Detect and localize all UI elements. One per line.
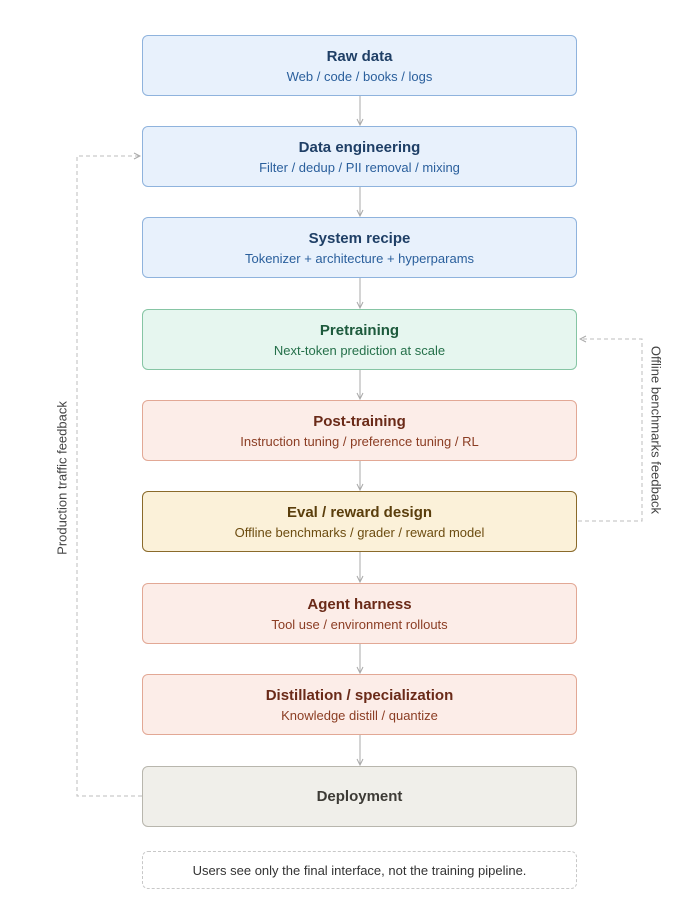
production-feedback-loop [76, 156, 142, 797]
stage-system-recipe: System recipe Tokenizer + architecture +… [142, 217, 577, 278]
stage-title: System recipe [308, 229, 411, 247]
stage-post-training: Post-training Instruction tuning / prefe… [142, 400, 577, 461]
stage-title: Post-training [313, 412, 406, 430]
stage-raw-data: Raw data Web / code / books / logs [142, 35, 577, 96]
footnote: Users see only the final interface, not … [142, 851, 577, 889]
stage-subtitle: Tokenizer + architecture + hyperparams [244, 250, 475, 266]
stage-subtitle: Next-token prediction at scale [273, 342, 446, 358]
stage-eval-reward-design: Eval / reward design Offline benchmarks … [142, 491, 577, 552]
stage-agent-harness: Agent harness Tool use / environment rol… [142, 583, 577, 644]
stage-subtitle: Offline benchmarks / grader / reward mod… [234, 524, 485, 540]
stage-title: Raw data [326, 47, 393, 65]
stage-title: Distillation / specialization [265, 686, 454, 704]
stage-subtitle: Knowledge distill / quantize [281, 707, 438, 723]
offline-benchmarks-feedback-loop [578, 339, 643, 522]
production-feedback-label: Production traffic feedback [54, 401, 70, 555]
stage-subtitle: Filter / dedup / PII removal / mixing [259, 159, 460, 175]
offline-benchmarks-feedback-label: Offline benchmarks feedback [648, 345, 664, 515]
stage-title: Data engineering [298, 138, 421, 156]
stage-subtitle: Web / code / books / logs [286, 68, 433, 84]
stage-title: Deployment [316, 788, 403, 805]
stage-title: Agent harness [307, 595, 412, 613]
stage-distillation: Distillation / specialization Knowledge … [142, 674, 577, 735]
stage-subtitle: Tool use / environment rollouts [271, 616, 448, 632]
stage-title: Eval / reward design [286, 503, 433, 521]
stage-data-engineering: Data engineering Filter / dedup / PII re… [142, 126, 577, 187]
stage-subtitle: Instruction tuning / preference tuning /… [240, 433, 479, 449]
stage-title: Pretraining [319, 321, 400, 339]
stage-deployment: Deployment [142, 766, 577, 827]
stage-pretraining: Pretraining Next-token prediction at sca… [142, 309, 577, 370]
